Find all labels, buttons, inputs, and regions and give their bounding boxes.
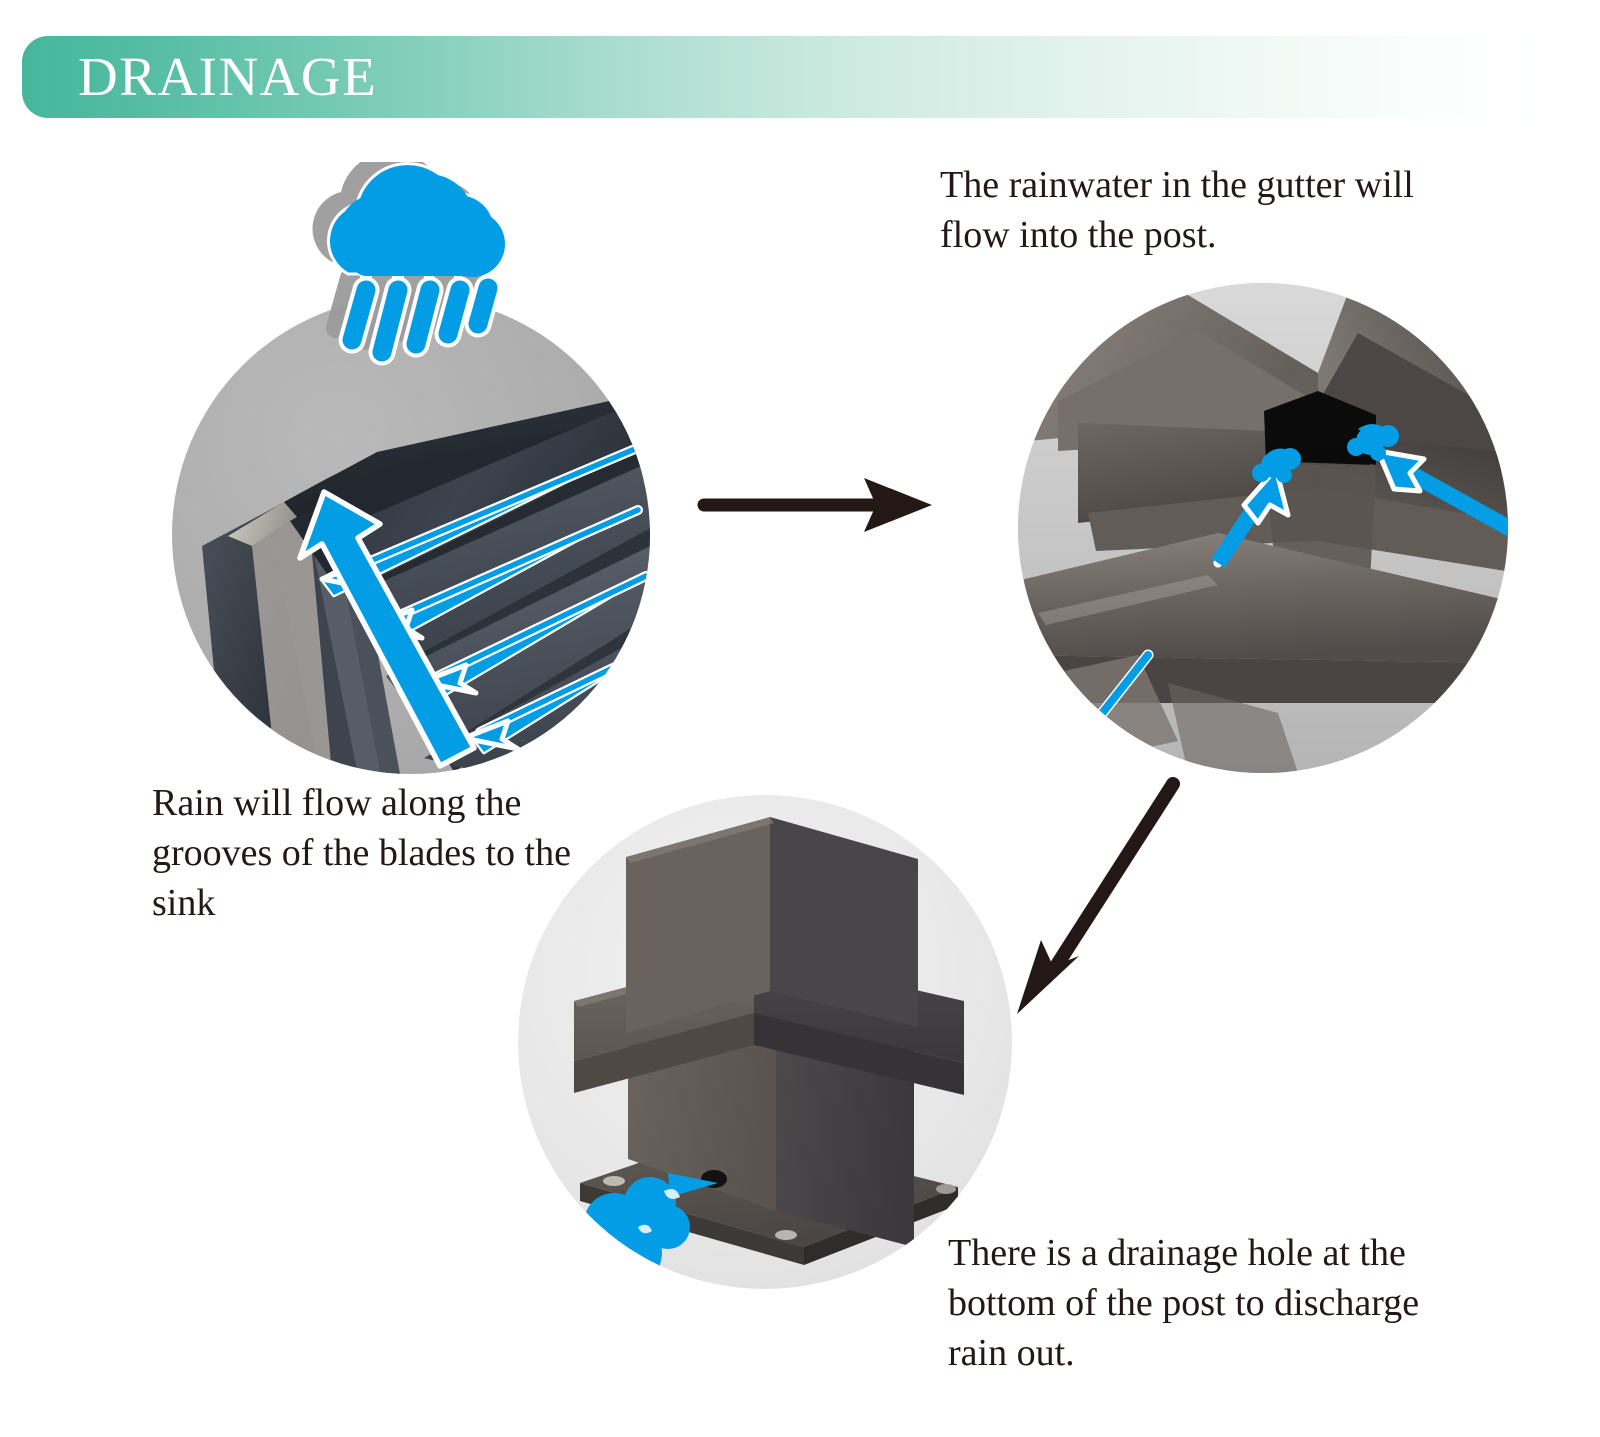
caption-drainage-hole: There is a drainage hole at the bottom o… — [948, 1232, 1420, 1375]
louvre-blades-photo — [172, 296, 650, 774]
post-base-photo — [518, 795, 1012, 1289]
arrow-down-left-glyph — [1017, 777, 1180, 1014]
gutter-corner-illustration — [1018, 283, 1508, 773]
arrow-right-glyph — [697, 478, 932, 532]
caption-rainwater-gutter: The rainwater in the gutter will flow in… — [940, 164, 1414, 257]
arrow-right-icon — [696, 470, 936, 540]
rain-cloud-icon — [278, 151, 538, 412]
water-droplet-left — [1252, 448, 1301, 483]
header-banner — [22, 36, 1550, 118]
main-flow-arrow — [297, 489, 477, 769]
gutter-corner-photo — [1018, 283, 1508, 773]
caption-rain-grooves: Rain will flow along the grooves of the … — [152, 782, 571, 925]
water-droplet-right — [1347, 423, 1399, 461]
rain-cloud-glyph — [312, 151, 505, 366]
louvre-blades-illustration — [202, 392, 650, 774]
page-title: DRAINAGE — [78, 46, 378, 107]
post-base-illustration — [550, 817, 964, 1289]
arrow-down-left-icon — [995, 770, 1205, 1020]
